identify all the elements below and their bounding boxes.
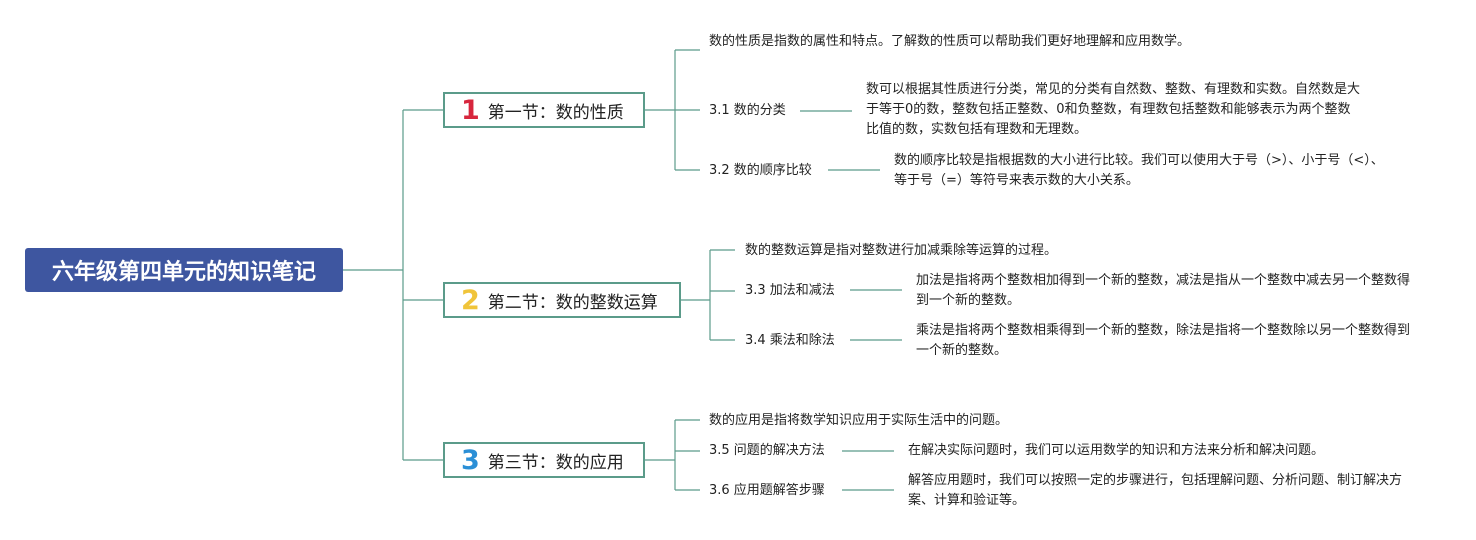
section-2-intro: 数的整数运算是指对整数进行加减乘除等运算的过程。	[745, 243, 1058, 258]
number-3-icon: 3	[461, 444, 480, 476]
section-3-node[interactable]: 3 第三节：数的应用	[443, 442, 645, 478]
item-3-5-label[interactable]: 3.5 问题的解决方法	[709, 443, 825, 458]
item-3-3-detail: 加法是指将两个整数相加得到一个新的整数，减法是指从一个整数中减去另一个整数得到一…	[916, 273, 1411, 308]
section-2-node[interactable]: 2 第二节：数的整数运算	[443, 282, 681, 318]
item-3-2-label[interactable]: 3.2 数的顺序比较	[709, 163, 812, 178]
section-2-title: 第二节：数的整数运算	[487, 292, 658, 313]
item-3-6-label[interactable]: 3.6 应用题解答步骤	[709, 483, 825, 498]
root-topic[interactable]: 六年级第四单元的知识笔记	[25, 248, 343, 292]
section-1-node[interactable]: 1 第一节：数的性质	[443, 92, 645, 128]
number-2-icon: 2	[461, 284, 480, 316]
section-3-title: 第三节：数的应用	[487, 452, 624, 473]
item-3-1-label[interactable]: 3.1 数的分类	[709, 103, 786, 118]
item-3-4-detail: 乘法是指将两个整数相乘得到一个新的整数，除法是指将一个整数除以另一个整数得到一个…	[916, 323, 1411, 358]
item-3-5-detail: 在解决实际问题时，我们可以运用数学的知识和方法来分析和解决问题。	[908, 443, 1325, 458]
item-3-4-label[interactable]: 3.4 乘法和除法	[745, 333, 835, 348]
item-3-6-detail: 解答应用题时，我们可以按照一定的步骤进行，包括理解问题、分析问题、制订解决方案、…	[908, 473, 1403, 508]
section-1-title: 第一节：数的性质	[487, 102, 624, 123]
item-3-2-detail: 数的顺序比较是指根据数的大小进行比较。我们可以使用大于号（>）、小于号（<）、等…	[894, 153, 1384, 188]
section-1-intro: 数的性质是指数的属性和特点。了解数的性质可以帮助我们更好地理解和应用数学。	[709, 34, 1191, 49]
item-3-1-detail: 数可以根据其性质进行分类，常见的分类有自然数、整数、有理数和实数。自然数是大于等…	[866, 82, 1361, 137]
section-3-intro: 数的应用是指将数学知识应用于实际生活中的问题。	[709, 413, 1009, 428]
number-1-icon: 1	[461, 94, 480, 126]
item-3-3-label[interactable]: 3.3 加法和减法	[745, 283, 835, 298]
